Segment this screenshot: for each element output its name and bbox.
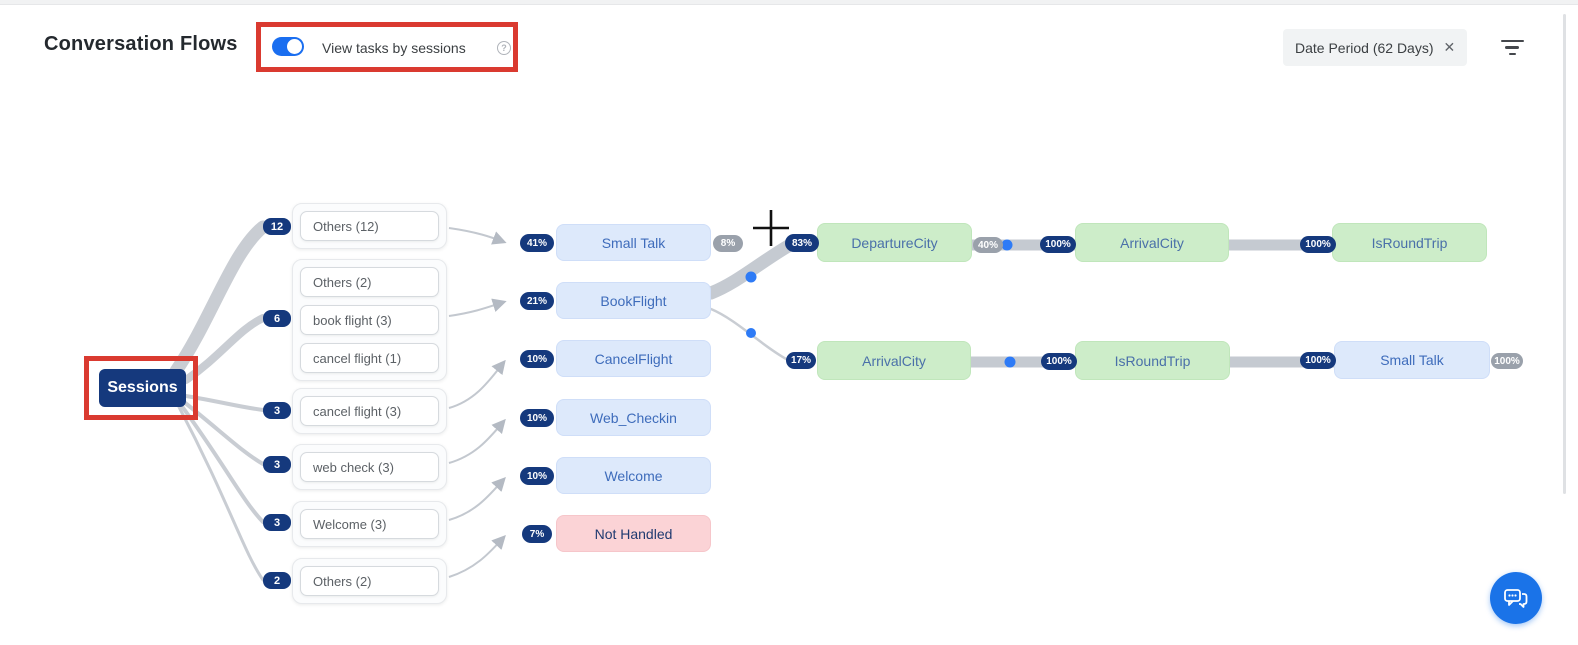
vertical-scrollbar[interactable] xyxy=(1563,14,1566,494)
pct-badge: 21% xyxy=(520,292,554,310)
pct-badge: 7% xyxy=(522,525,552,543)
task-node-small-talk-2[interactable]: Small Talk xyxy=(1334,341,1490,379)
plus-cursor xyxy=(753,210,789,246)
utterance-node[interactable]: Others (2) xyxy=(300,267,439,297)
chat-fab-button[interactable] xyxy=(1490,572,1542,624)
filter-icon[interactable] xyxy=(1499,40,1525,58)
pct-badge: 41% xyxy=(520,234,554,252)
utterance-node[interactable]: Welcome (3) xyxy=(300,509,439,539)
edge-sessions-welcome3 xyxy=(179,403,265,524)
page-title: Conversation Flows xyxy=(44,33,238,55)
help-icon[interactable]: ? xyxy=(497,41,511,55)
pct-badge-gray: 8% xyxy=(713,235,743,252)
utterance-group: cancel flight (3) xyxy=(292,388,447,434)
toggle-label: View tasks by sessions xyxy=(322,40,466,56)
task-node-cancelflight[interactable]: CancelFlight xyxy=(556,340,711,377)
task-node-web-checkin[interactable]: Web_Checkin xyxy=(556,399,711,436)
sessions-root-node[interactable]: Sessions xyxy=(99,369,186,407)
utterance-group: web check (3) xyxy=(292,444,447,490)
utterance-group: Welcome (3) xyxy=(292,501,447,547)
count-badge: 3 xyxy=(263,402,291,419)
utterance-group: Others (2) book flight (3) cancel flight… xyxy=(292,259,447,381)
utterance-group: Others (2) xyxy=(292,558,447,604)
pct-badge: 10% xyxy=(520,350,554,368)
edge-sessions-others2 xyxy=(177,405,265,582)
pct-badge: 100% xyxy=(1041,353,1077,370)
count-badge: 2 xyxy=(263,572,291,589)
count-badge: 6 xyxy=(263,310,291,327)
task-node-bookflight[interactable]: BookFlight xyxy=(556,282,711,319)
date-filter-label: Date Period (62 Days) xyxy=(1295,39,1434,56)
task-node-small-talk[interactable]: Small Talk xyxy=(556,224,711,261)
edge-dot[interactable] xyxy=(746,328,756,338)
pct-badge: 10% xyxy=(520,409,554,427)
pct-badge: 100% xyxy=(1300,352,1336,369)
view-tasks-by-sessions-toggle[interactable] xyxy=(272,37,304,56)
edge-sessions-webcheck3 xyxy=(182,400,265,466)
task-node-not-handled[interactable]: Not Handled xyxy=(556,515,711,552)
utterance-node[interactable]: Others (2) xyxy=(300,566,439,596)
edge-dot[interactable] xyxy=(1004,356,1016,368)
pct-badge: 100% xyxy=(1300,236,1336,253)
edge-group2-bookflight xyxy=(448,298,507,317)
edge-sessions-others12 xyxy=(169,220,270,378)
edge-group5-welcome xyxy=(448,476,506,521)
count-badge: 3 xyxy=(263,456,291,473)
edge-group4-webcheckin xyxy=(448,418,506,464)
edge-group6-nothandled xyxy=(448,534,506,578)
top-divider xyxy=(0,0,1578,5)
slot-node-isroundtrip[interactable]: IsRoundTrip xyxy=(1332,223,1487,262)
slot-node-arrivalcity-2[interactable]: ArrivalCity xyxy=(817,341,971,380)
utterance-node[interactable]: Others (12) xyxy=(300,211,439,241)
utterance-node[interactable]: book flight (3) xyxy=(300,305,439,335)
pct-badge: 100% xyxy=(1040,236,1076,253)
date-period-filter-chip[interactable]: Date Period (62 Days) ✕ xyxy=(1283,29,1468,66)
slot-node-departurecity[interactable]: DepartureCity xyxy=(817,223,972,262)
edge-dot[interactable] xyxy=(1001,239,1013,251)
edge-group1-smalltalk xyxy=(448,227,507,245)
toggle-knob xyxy=(287,39,302,54)
edge-dot[interactable] xyxy=(745,271,757,283)
count-badge: 12 xyxy=(263,218,291,235)
edge-sessions-cancelflight3 xyxy=(184,394,265,412)
pct-badge: 17% xyxy=(786,352,816,369)
task-node-welcome[interactable]: Welcome xyxy=(556,457,711,494)
pct-badge-gray: 40% xyxy=(973,237,1003,253)
close-icon[interactable]: ✕ xyxy=(1443,39,1456,55)
utterance-node[interactable]: web check (3) xyxy=(300,452,439,482)
pct-badge: 83% xyxy=(785,234,819,252)
utterance-node[interactable]: cancel flight (1) xyxy=(300,343,439,373)
count-badge: 3 xyxy=(263,514,291,531)
edge-bookflight-departurecity xyxy=(704,238,797,300)
pct-badge: 10% xyxy=(520,467,554,485)
utterance-node[interactable]: cancel flight (3) xyxy=(300,396,439,426)
chat-bubbles-icon xyxy=(1504,589,1528,608)
slot-node-arrivalcity[interactable]: ArrivalCity xyxy=(1075,223,1229,262)
utterance-group: Others (12) xyxy=(292,203,447,249)
pct-badge-gray: 100% xyxy=(1491,353,1523,369)
edge-group3-cancelflight xyxy=(448,359,506,409)
slot-node-isroundtrip-2[interactable]: IsRoundTrip xyxy=(1075,341,1230,380)
